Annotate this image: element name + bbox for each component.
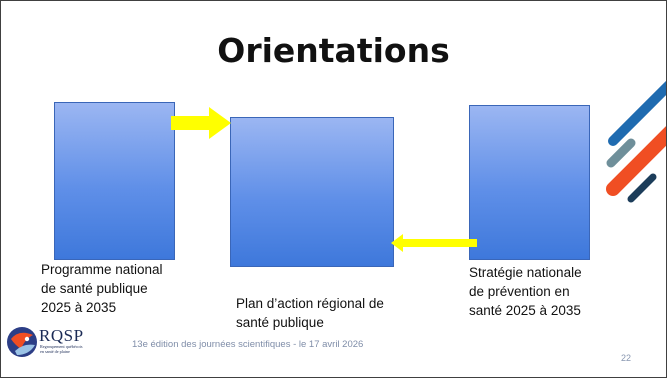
label-national-program: Programme national de santé publique 202…	[41, 262, 163, 315]
stripe-navy	[627, 173, 657, 203]
rqsp-logo-icon	[7, 327, 37, 357]
arrow-right-to-plan	[171, 107, 231, 139]
page-number: 22	[621, 353, 632, 363]
footer-event-text: 13e édition des journées scientifiques -…	[132, 339, 364, 350]
logo-subtitle: Regroupement québécois en santé de plain…	[40, 344, 83, 354]
box-regional-plan	[230, 117, 394, 267]
logo-name: RQSP	[39, 326, 84, 345]
label-regional-plan: Plan d’action régional de santé publique	[236, 296, 384, 330]
label-prevention-strategy: Stratégie nationale de prévention en san…	[469, 265, 582, 318]
arrow-left-shape	[391, 234, 477, 252]
box-prevention-strategy	[469, 105, 590, 260]
stripe-blue	[608, 81, 666, 146]
arrow-left-to-plan	[391, 234, 477, 252]
stripe-gray	[606, 138, 636, 168]
arrow-right-shape	[171, 107, 231, 139]
slide-title: Orientations	[217, 31, 450, 70]
decorative-stripes	[606, 81, 666, 203]
box-national-program	[54, 102, 175, 260]
stripe-orange	[606, 126, 666, 196]
